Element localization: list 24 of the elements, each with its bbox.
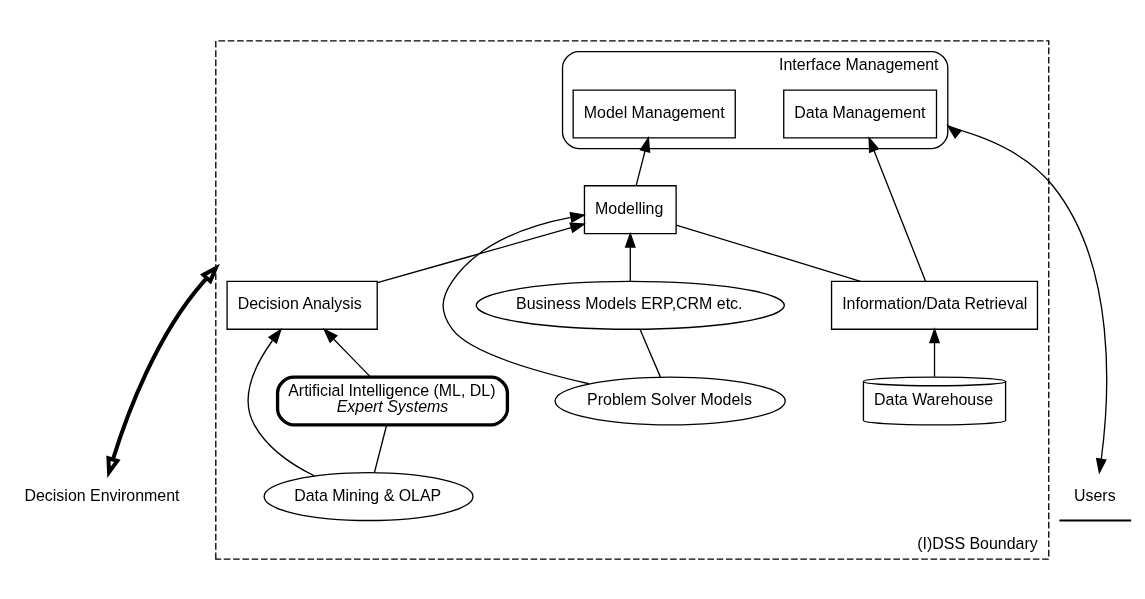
node-box: Decision Analysis: [226, 280, 378, 330]
node-box: Model Management: [572, 88, 736, 139]
connector: [639, 328, 662, 378]
node-ellipse: Business Models ERP,CRM etc.: [475, 280, 785, 330]
node-box: Information/Data Retrieval: [830, 280, 1039, 330]
arrow: [376, 221, 587, 283]
arrow: [635, 135, 651, 186]
arrow: [868, 135, 927, 282]
arrow: [322, 327, 371, 377]
arrow: [624, 231, 636, 282]
node-ellipse: Data Mining & OLAP: [263, 471, 474, 521]
node-box: Modelling: [583, 184, 677, 234]
node-box: Artificial Intelligence (ML, DL) Expert Systems: [275, 374, 510, 427]
arrow: [247, 327, 316, 477]
node-ellipse: Problem Solver Models: [554, 375, 786, 426]
arrow: [946, 123, 1108, 474]
arrow: [106, 263, 220, 478]
connector: [675, 223, 862, 282]
node-box: Data Management: [783, 88, 938, 139]
arrow: [928, 326, 941, 377]
arrow: [442, 211, 590, 384]
connector: [373, 423, 388, 473]
node-text: Decision Environment: [24, 486, 180, 504]
node-text: Users: [1074, 486, 1116, 504]
